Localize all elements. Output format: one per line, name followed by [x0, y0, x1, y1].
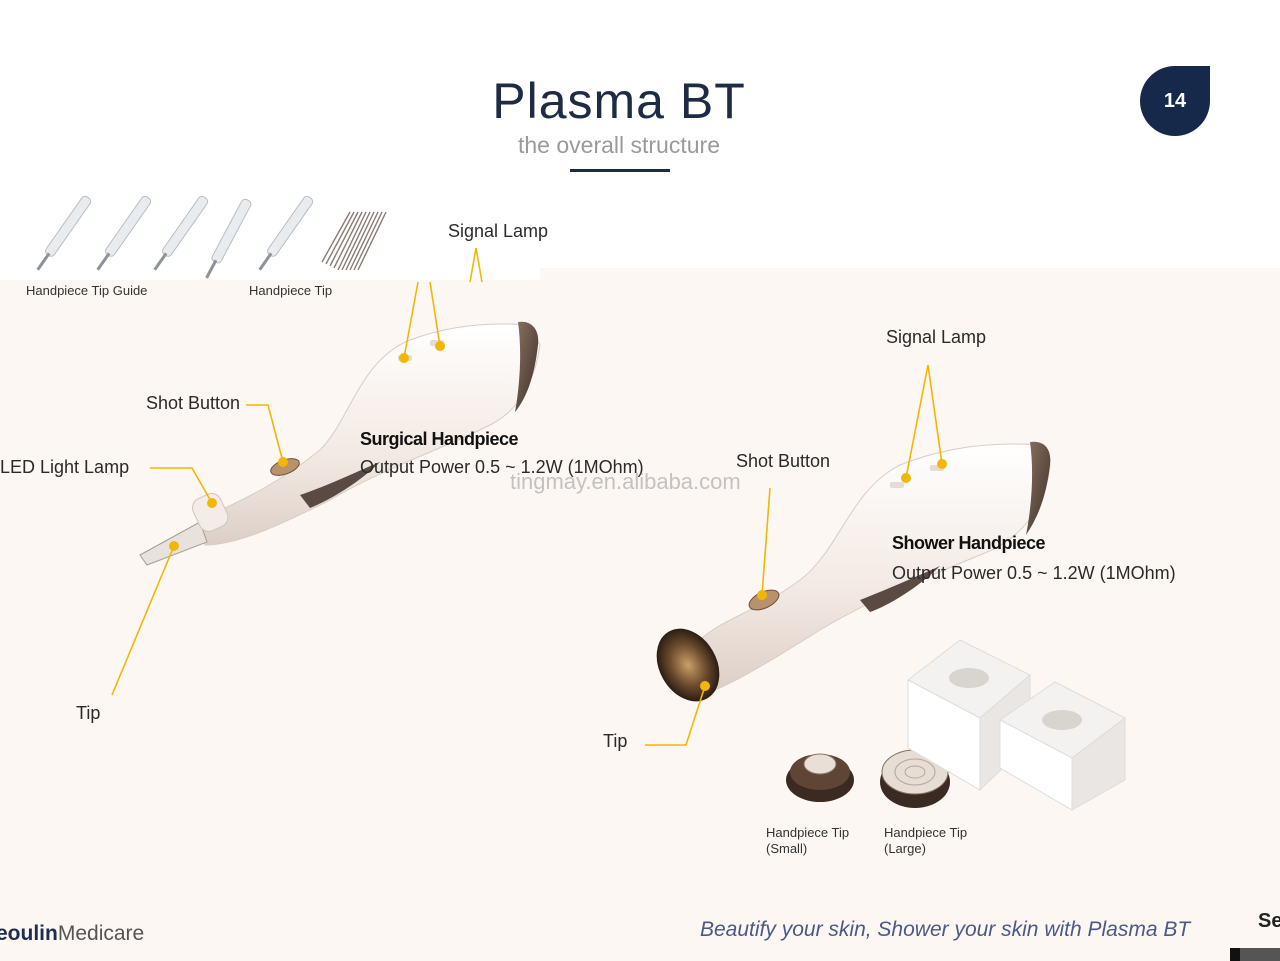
page-title: Plasma BT — [492, 73, 746, 129]
brand-bold: eoulin — [0, 922, 58, 945]
footer-tagline: Beautify your skin, Shower your skin wit… — [700, 918, 1191, 941]
shower-tip-small-line2: (Small) — [766, 841, 808, 856]
surgical-handpiece-name: Surgical Handpiece — [360, 429, 519, 449]
shower-shot-button-label: Shot Button — [736, 451, 831, 471]
handpiece-tip-label: Handpiece Tip — [249, 283, 333, 298]
surgical-output-power: Output Power 0.5 ~ 1.2W (1MOhm) — [360, 457, 644, 477]
leader-dots — [169, 341, 947, 691]
shower-output-power: Output Power 0.5 ~ 1.2W (1MOhm) — [892, 563, 1176, 583]
page-number-badge: 14 — [1140, 66, 1210, 136]
tip-guide-label: Handpiece Tip Guide — [26, 283, 148, 298]
shower-tip-large-label: Handpiece Tip (Large) — [884, 825, 967, 857]
needle-bundle-icon — [321, 211, 387, 271]
tip-boxes-image — [907, 639, 1126, 811]
shower-tip-large-line1: Handpiece Tip — [884, 825, 968, 840]
corner-text: Se — [1258, 910, 1280, 932]
leader-lines — [111, 247, 943, 746]
surgical-shot-button-label: Shot Button — [146, 393, 241, 413]
shower-tip-small-image — [786, 753, 854, 802]
shower-tip-small-label: Handpiece Tip (Small) — [766, 825, 849, 857]
shower-tip-label: Tip — [603, 731, 628, 751]
title-underline — [570, 169, 670, 172]
surgical-led-lamp-label: LED Light Lamp — [0, 457, 130, 477]
shower-tip-small-line1: Handpiece Tip — [766, 825, 850, 840]
content-background — [0, 268, 1280, 961]
brand-rest: Medicare — [57, 922, 145, 945]
surgical-signal-lamp-label: Signal Lamp — [448, 221, 549, 241]
surgical-tip-label: Tip — [76, 703, 101, 723]
surgical-handpiece — [139, 321, 541, 566]
corner-bar — [1230, 948, 1280, 961]
page-subtitle: the overall structure — [518, 132, 720, 158]
shower-signal-lamp-label: Signal Lamp — [886, 327, 987, 347]
shower-handpiece-name: Shower Handpiece — [892, 533, 1046, 553]
shower-tip-large-line2: (Large) — [884, 841, 926, 856]
accessory-strip — [0, 180, 540, 280]
watermark-text: tingmay.en.alibaba.com — [510, 469, 741, 494]
brand-logo-text: eoulinMedicare — [0, 922, 144, 946]
tip-guide-icons — [36, 195, 314, 279]
